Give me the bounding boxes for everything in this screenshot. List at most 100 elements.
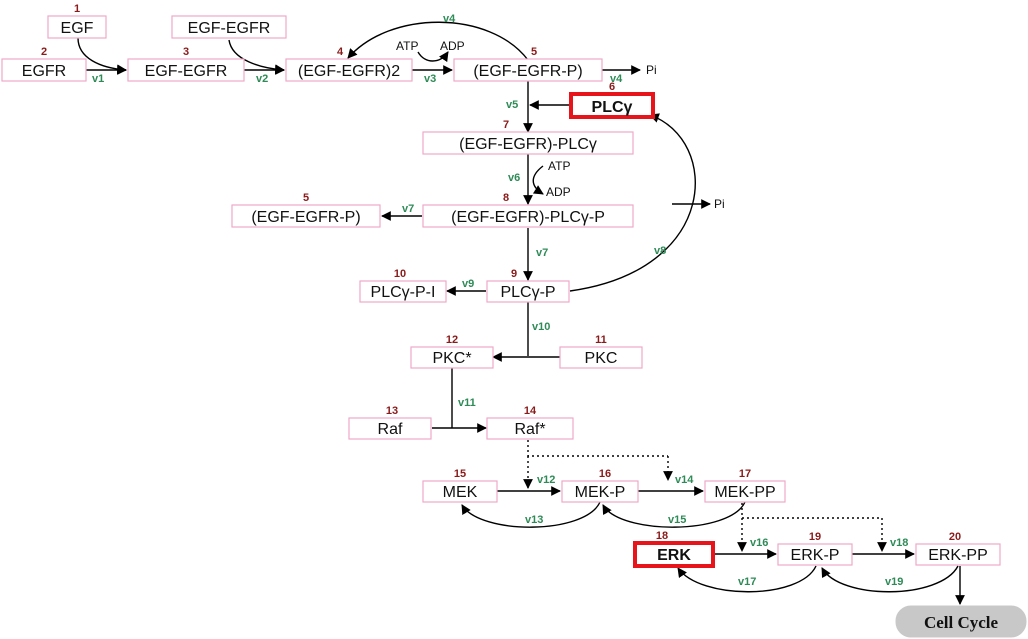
- node-label: EGF: [61, 20, 94, 37]
- reaction-label: v7: [402, 203, 414, 215]
- reaction-label: v17: [738, 576, 756, 588]
- node-label: EGF-EGFR: [145, 63, 228, 80]
- node-egfr[interactable]: 2 EGFR: [1, 46, 87, 82]
- node-number: 1: [74, 3, 80, 15]
- reaction-label: v9: [462, 278, 474, 290]
- node-number: 12: [446, 334, 458, 346]
- reaction-label: v14: [675, 474, 694, 486]
- node-erk-pp[interactable]: 20 ERK-PP: [915, 531, 1001, 566]
- node-label: Raf*: [514, 421, 545, 438]
- node-number: 6: [609, 81, 615, 93]
- reaction-label: v4: [610, 73, 623, 85]
- nodes: 1 EGF 2 EGFR EGF-EGFR 3 EGF-EGFR 4 (EGF-…: [1, 3, 1027, 638]
- node-plcg[interactable]: 6 PLCγ: [569, 81, 655, 119]
- node-label: PKC: [585, 350, 618, 367]
- reaction-label: v6: [508, 172, 520, 184]
- node-number: 18: [656, 530, 668, 542]
- node-number: 3: [183, 46, 189, 58]
- node-number: 5: [531, 46, 537, 58]
- node-number: 11: [595, 334, 607, 346]
- node-plcg-p-i[interactable]: 10 PLCγ-P-I: [359, 268, 447, 303]
- node-label: EGF-EGFR: [188, 20, 271, 37]
- node-label: (EGF-EGFR-P): [473, 63, 582, 80]
- reaction-labels: v1 v2 v3 v4 v4 v5 v6 v7 v7 v8 v9 v10 v11…: [92, 13, 908, 588]
- node-raf[interactable]: 13 Raf: [348, 405, 432, 440]
- adp-label: ADP: [546, 185, 571, 199]
- node-number: 14: [524, 405, 537, 417]
- reaction-label: v3: [424, 73, 436, 85]
- node-egf-egfr-dimer[interactable]: 4 (EGF-EGFR)2: [285, 46, 413, 82]
- atp-label: ATP: [396, 39, 418, 53]
- node-egf-egfr-plcg[interactable]: 7 (EGF-EGFR)-PLCγ: [422, 119, 634, 155]
- node-number: 15: [454, 468, 466, 480]
- node-label: (EGF-EGFR-P): [251, 209, 360, 226]
- node-number: 8: [503, 192, 509, 204]
- reaction-label: v19: [885, 576, 903, 588]
- pi-label: Pi: [646, 63, 657, 77]
- node-label: (EGF-EGFR)2: [298, 63, 400, 80]
- node-label: (EGF-EGFR)-PLCγ: [459, 136, 597, 153]
- node-label: ERK-P: [791, 547, 840, 564]
- node-label: ERK: [657, 547, 691, 564]
- cell-cycle-node[interactable]: Cell Cycle: [895, 605, 1027, 638]
- cofactor-labels: ATP ADP Pi ATP ADP Pi: [396, 39, 725, 211]
- reaction-label: v10: [532, 321, 550, 333]
- reaction-label: v18: [890, 537, 908, 549]
- edge-mek-pp-catalysis: [741, 503, 882, 519]
- node-label: PLCγ: [592, 99, 633, 116]
- reaction-label: v16: [750, 537, 768, 549]
- node-egf-egfr-plcg-p[interactable]: 8 (EGF-EGFR)-PLCγ-P: [422, 192, 634, 228]
- node-erk[interactable]: 18 ERK: [633, 530, 715, 568]
- node-egf-egfr-top[interactable]: EGF-EGFR: [171, 15, 287, 39]
- edge-atp-adp-2: [532, 165, 544, 195]
- reaction-label: v4: [443, 13, 456, 25]
- node-number: 20: [949, 531, 961, 543]
- adp-label: ADP: [440, 39, 465, 53]
- reaction-label: v15: [668, 514, 686, 526]
- edge-v4-reverse-arc: [347, 21, 529, 61]
- node-label: Raf: [378, 421, 403, 438]
- node-label: PLCγ-P: [500, 284, 555, 301]
- node-pkc[interactable]: 11 PKC: [559, 334, 643, 369]
- node-label: MEK-PP: [714, 484, 775, 501]
- node-number: 13: [386, 405, 398, 417]
- node-number: 7: [503, 119, 509, 131]
- node-number: 16: [599, 468, 611, 480]
- node-egf-egfr-p-secondary[interactable]: 5 (EGF-EGFR-P): [231, 192, 381, 228]
- node-mek-p[interactable]: 16 MEK-P: [561, 468, 639, 503]
- reaction-label: v8: [654, 245, 666, 257]
- node-egf-egfr[interactable]: 3 EGF-EGFR: [127, 46, 245, 82]
- atp-label: ATP: [548, 159, 570, 173]
- reaction-label: v13: [525, 514, 543, 526]
- node-raf-star[interactable]: 14 Raf*: [486, 405, 574, 440]
- cell-cycle-label: Cell Cycle: [924, 613, 999, 632]
- node-pkc-star[interactable]: 12 PKC*: [410, 334, 494, 369]
- edge-v13-arc: [461, 501, 601, 528]
- reaction-label: v2: [256, 73, 268, 85]
- edge-v17-arc: [677, 565, 817, 593]
- node-label: PKC*: [432, 350, 471, 367]
- node-plcg-p[interactable]: 9 PLCγ-P: [486, 268, 570, 303]
- node-number: 4: [337, 46, 344, 58]
- node-number: 5: [303, 192, 309, 204]
- node-label: ERK-PP: [928, 547, 988, 564]
- node-erk-p[interactable]: 19 ERK-P: [777, 531, 853, 566]
- edge-atp-adp-1: [417, 51, 449, 63]
- node-label: MEK: [443, 484, 478, 501]
- reaction-label: v11: [458, 397, 476, 409]
- reaction-label: v5: [506, 99, 518, 111]
- reaction-label: v1: [92, 73, 104, 85]
- node-number: 17: [739, 468, 751, 480]
- edge-raf-star-catalysis: [527, 440, 668, 457]
- node-label: PLCγ-P-I: [371, 284, 436, 301]
- node-egf[interactable]: 1 EGF: [47, 3, 107, 39]
- reaction-label: v12: [537, 474, 555, 486]
- node-mek[interactable]: 15 MEK: [422, 468, 498, 503]
- node-mek-pp[interactable]: 17 MEK-PP: [704, 468, 786, 503]
- edges: [77, 21, 965, 605]
- node-number: 9: [511, 268, 517, 280]
- node-egf-egfr-p[interactable]: 5 (EGF-EGFR-P): [453, 46, 603, 82]
- node-number: 10: [394, 268, 406, 280]
- node-number: 19: [809, 531, 821, 543]
